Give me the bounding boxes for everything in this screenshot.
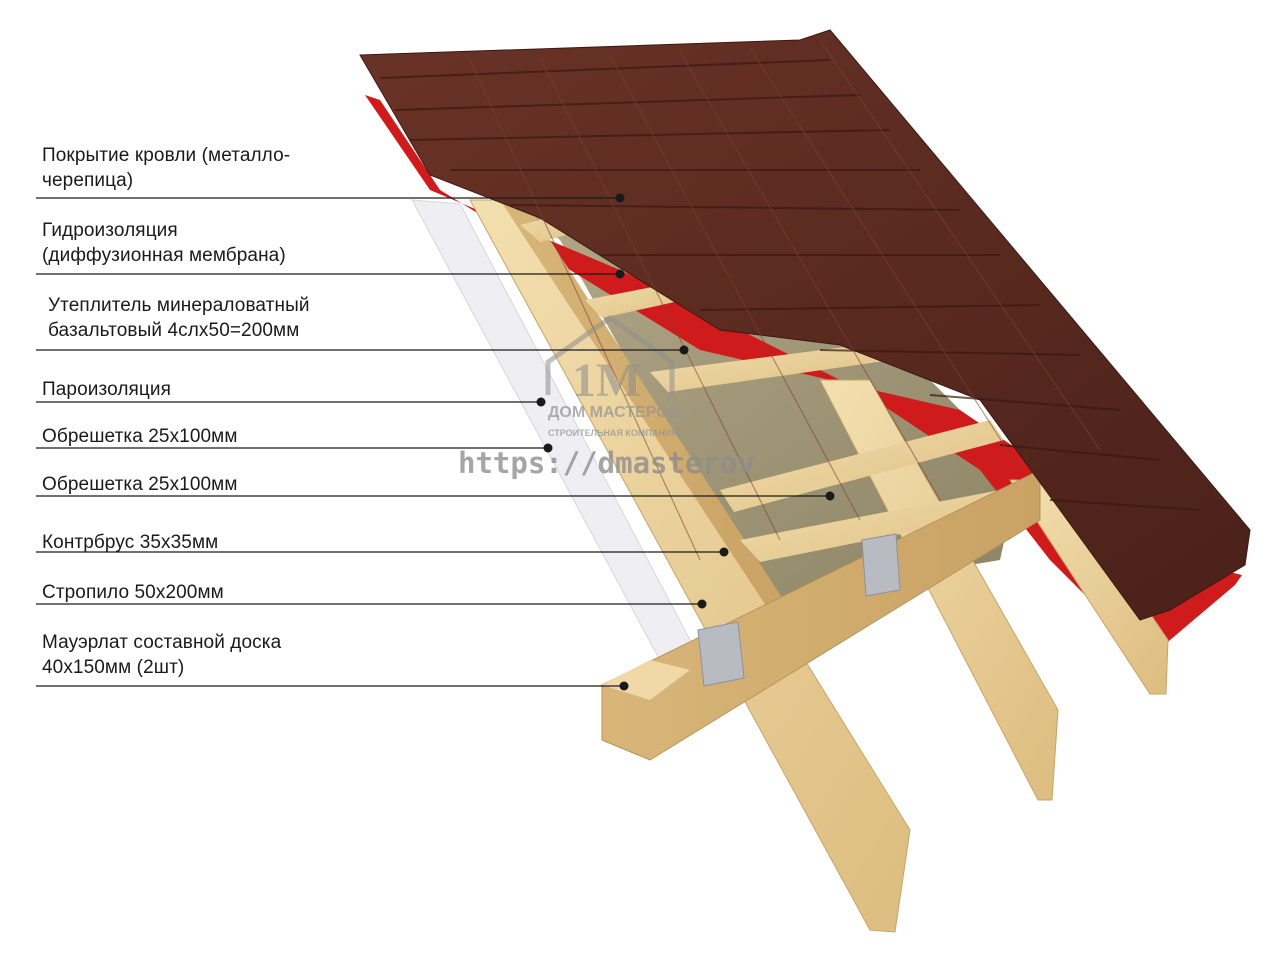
leader-dot-battens-2 — [826, 492, 835, 501]
watermark-company-name: ДОМ МАСТЕРОВ — [548, 404, 680, 422]
label-rafter: Стропило 50х200мм — [42, 580, 224, 605]
leader-dot-counter-batten — [720, 548, 729, 557]
leader-dot-waterproofing — [616, 270, 625, 279]
leader-dot-insulation — [680, 346, 689, 355]
leader-dot-roof-covering — [616, 194, 625, 203]
label-battens-1: Обрешетка 25х100мм — [42, 424, 238, 449]
label-battens-2: Обрешетка 25х100мм — [42, 472, 238, 497]
label-wall-plate: Мауэрлат составной доска 40х150мм (2шт) — [42, 630, 281, 680]
label-counter-batten: Контрбрус 35х35мм — [42, 530, 218, 555]
metal-bracket-1 — [698, 622, 744, 686]
watermark-logo-letters: 1М — [572, 354, 641, 407]
label-waterproofing: Гидроизоляция (диффузионная мембрана) — [42, 218, 286, 268]
label-vapor-barrier: Пароизоляция — [42, 377, 171, 402]
metal-bracket-2 — [862, 534, 900, 596]
label-roof-covering: Покрытие кровли (металло- черепица) — [42, 143, 290, 193]
leader-dot-rafter — [698, 600, 707, 609]
label-insulation: Утеплитель минераловатный базальтовый 4с… — [48, 293, 310, 343]
watermark-company-subtitle: СТРОИТЕЛЬНАЯ КОМПАНИЯ — [548, 428, 678, 438]
leader-dot-wall-plate — [620, 682, 629, 691]
watermark-url: https://dmasterov — [458, 446, 755, 480]
leader-dot-vapor-barrier — [537, 398, 546, 407]
